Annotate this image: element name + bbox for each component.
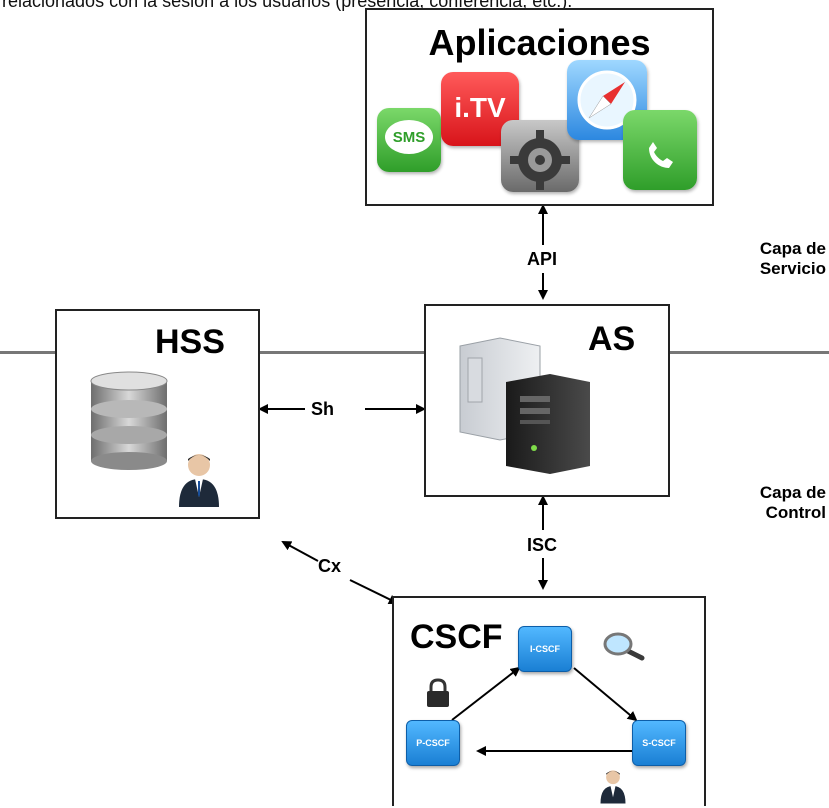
sms-bubble [385,120,433,154]
safari-app-icon [567,60,647,140]
p-to-i-arrow [451,666,521,721]
server-icon [459,337,590,474]
padlock-icon [427,678,449,707]
user-icon-small [600,770,626,804]
service-layer-label: Capa de Servicio [759,239,826,278]
cscf-flow-arrows [451,666,638,756]
user-icon [179,454,219,507]
as-box: AS [424,304,670,497]
settings-app-icon [501,120,579,192]
hss-title: HSS [155,323,225,361]
sms-app-icon: SMS [377,108,441,172]
i-cscf-node: I-CSCF [518,626,572,672]
compass-icon [577,70,637,130]
isc-label: ISC [527,535,558,555]
cscf-title: CSCF [410,618,503,656]
cx-arrow-down [349,579,399,604]
hss-box: HSS [55,309,260,519]
layer-divider-line [0,351,829,354]
magnifier-icon [603,632,645,661]
database-icon [90,371,168,470]
control-layer-label: Capa de Control [759,483,826,522]
cx-arrow-up [281,541,319,562]
s-cscf-node: S-CSCF [632,720,686,766]
gear-icon [510,130,570,190]
cscf-box: CSCF I-CSCF P-CSCF S-CSCF [392,596,706,806]
applications-box: Aplicaciones SMS i.TV [365,8,714,206]
sms-icon-label: SMS [392,129,426,146]
caption-text: relacionados con la sesión a los usuario… [2,0,573,11]
api-label: API [527,249,558,269]
itv-app-icon: i.TV [441,72,519,146]
sh-label: Sh [311,399,335,419]
i-to-s-arrow [573,667,638,722]
phone-icon [649,142,673,168]
phone-app-icon [623,110,697,190]
as-title: AS [588,320,636,358]
applications-title: Aplicaciones [428,22,651,63]
itv-icon-label: i.TV [454,92,506,123]
cx-label: Cx [318,556,342,576]
p-cscf-node: P-CSCF [406,720,460,766]
